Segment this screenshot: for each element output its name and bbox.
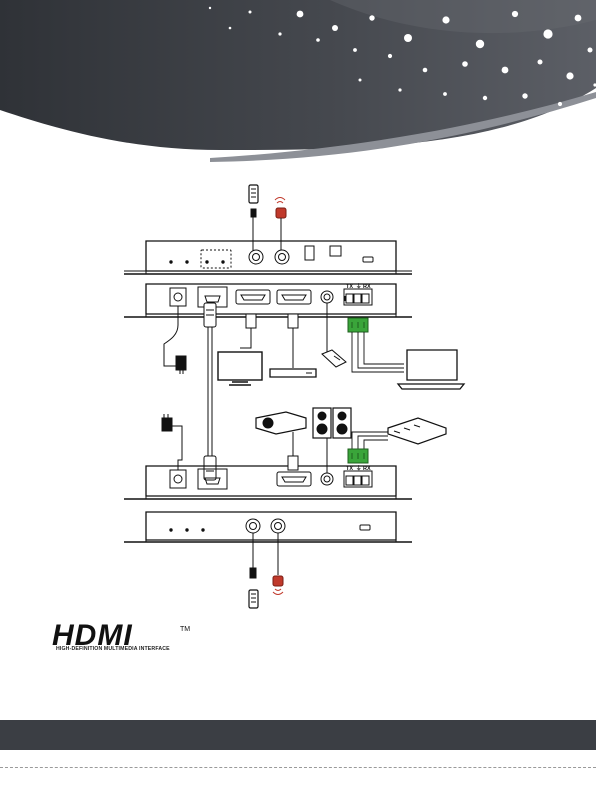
rx-label: RX bbox=[363, 284, 371, 290]
usb-device-icon bbox=[322, 303, 346, 367]
footer-divider bbox=[0, 767, 596, 768]
power-adapter-icon-rx bbox=[162, 414, 182, 470]
phoenix-connector-rx bbox=[348, 449, 368, 463]
port-labels: TX ⏚ RX bbox=[346, 283, 371, 290]
ground-label-rx: ⏚ bbox=[356, 465, 362, 472]
ir-emitter-icon-bottom bbox=[249, 533, 258, 608]
speakers-icon bbox=[313, 408, 351, 473]
hdmi-cable-player bbox=[288, 314, 298, 368]
tx-label-rx: TX bbox=[346, 466, 353, 472]
footer-bar bbox=[0, 720, 596, 750]
trademark-mark: TM bbox=[180, 626, 190, 633]
transmitter-front-panel bbox=[124, 241, 412, 274]
network-cable bbox=[204, 303, 216, 480]
tx-label: TX bbox=[346, 284, 353, 290]
ir-receiver-icon bbox=[275, 198, 286, 251]
control-processor-icon bbox=[352, 418, 446, 449]
phoenix-connector-tx bbox=[348, 318, 404, 372]
hdmi-tagline: HIGH-DEFINITION MULTIMEDIA INTERFACE bbox=[56, 646, 170, 652]
ground-label: ⏚ bbox=[356, 283, 362, 290]
media-player-icon bbox=[270, 369, 316, 377]
laptop-icon bbox=[398, 350, 464, 389]
hdmi-cable-tv bbox=[240, 314, 256, 348]
projector-icon bbox=[256, 412, 306, 470]
receiver-front-panel bbox=[124, 512, 412, 542]
tv-icon bbox=[218, 352, 262, 385]
rx-label-rx: RX bbox=[363, 466, 371, 472]
ir-emitter-icon bbox=[249, 185, 258, 250]
port-labels-rx: TX ⏚ RX bbox=[346, 465, 371, 472]
